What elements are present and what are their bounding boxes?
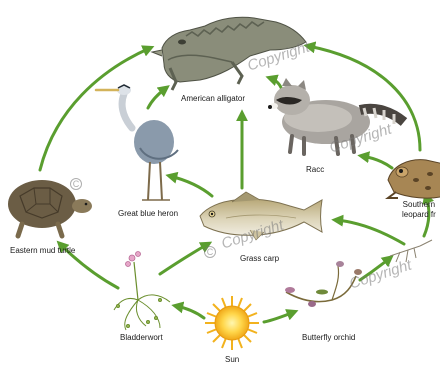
watermark-copyright-symbol-1: C [70,178,82,190]
label-great-blue-heron: Great blue heron [118,209,178,219]
label-grass-carp: Grass carp [240,254,279,264]
arrow-carp-to-heron [170,176,212,196]
bladderwort-illustration [114,252,170,331]
sun-illustration [205,296,259,350]
label-southern-leopard-frog: Southern leopard fr [402,200,436,220]
label-eastern-mud-turtle: Eastern mud turtle [10,246,75,256]
arrow-frog-to-raccoon [362,156,392,168]
arrow-sun-to-orchid [264,312,294,322]
arrow-heron-to-alligator [148,88,166,108]
arrow-bladderwort-to-carp [160,244,208,274]
label-butterfly-orchid: Butterfly orchid [302,333,355,343]
arrow-insect-to-carp [336,220,404,244]
heron-illustration [96,85,178,200]
arrow-raccoon-to-alligator [270,78,282,90]
insect-illustration [390,240,432,262]
frog-illustration [388,160,440,198]
watermark-copyright-symbol-2: C [204,246,216,258]
label-bladderwort: Bladderwort [120,333,163,343]
arrow-turtle-to-alligator [40,48,150,170]
arrow-sun-to-bladderwort [176,306,204,318]
label-raccoon: Racc [306,165,324,175]
label-sun: Sun [225,355,239,365]
label-american-alligator: American alligator [181,94,245,104]
